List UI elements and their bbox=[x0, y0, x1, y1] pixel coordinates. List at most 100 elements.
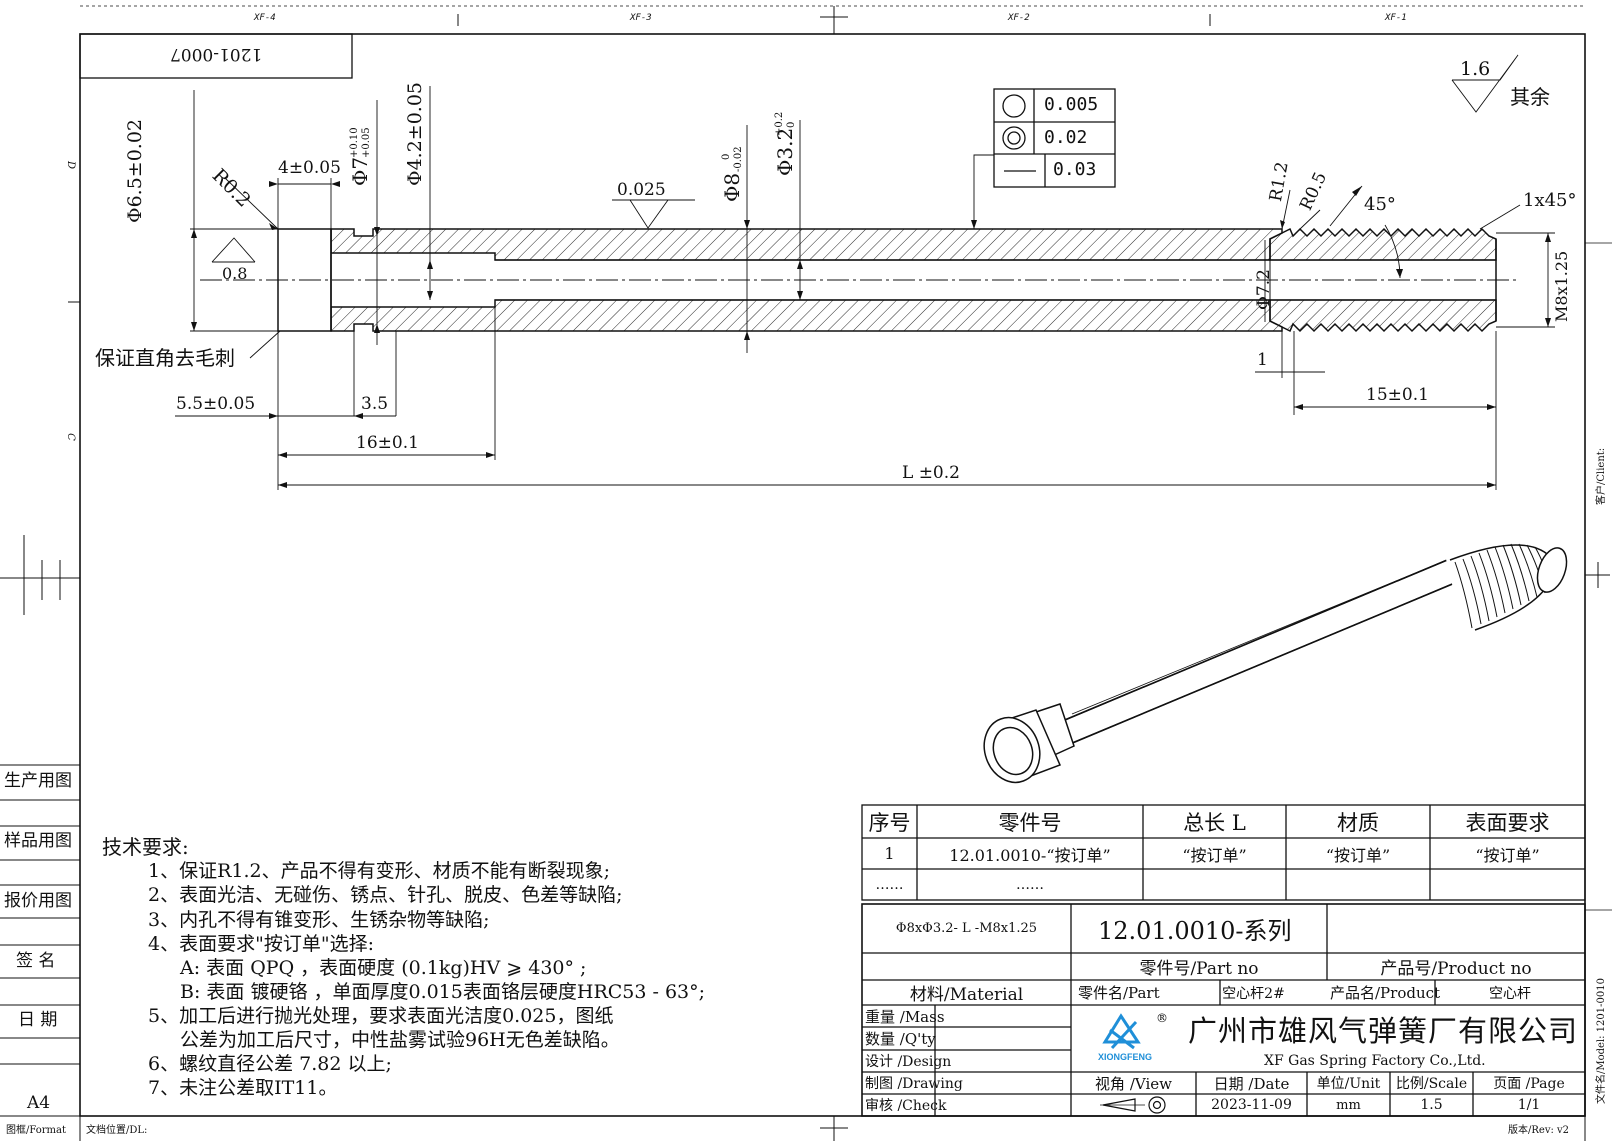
tech-line: 3、内孔不得有锥变形、生锈杂物等缺陷; bbox=[148, 909, 490, 931]
bom-header: 材质 bbox=[1337, 810, 1379, 835]
spec-text: Φ8xΦ3.2- L -M8x1.25 bbox=[895, 921, 1038, 936]
dim-d7-tol-up: +0.10 bbox=[349, 127, 360, 158]
view-label: 视角 /View bbox=[1095, 1074, 1172, 1093]
dim-angle45: 45° bbox=[1364, 194, 1396, 215]
rod-3d-view bbox=[983, 543, 1568, 784]
row-marker: C bbox=[64, 433, 76, 441]
zone-label: XF-2 bbox=[1008, 13, 1030, 23]
dim-d7-tol-lo: +0.05 bbox=[361, 127, 372, 158]
company-logo-icon bbox=[1102, 1013, 1141, 1050]
bom-cell: 1 bbox=[884, 844, 895, 863]
part-no-label: 零件号/Part no bbox=[1139, 959, 1259, 979]
projection-icon bbox=[1100, 1096, 1166, 1114]
part-name-value: 空心杆2# bbox=[1222, 985, 1285, 1002]
tech-line: B: 表面 镀硬铬 ，单面厚度0.015表面铬层硬度HRC53 - 63°; bbox=[180, 981, 706, 1003]
roughness-0025: 0.025 bbox=[617, 180, 666, 200]
product-name-value: 空心杆 bbox=[1489, 985, 1531, 1002]
dim-chamfer: 1x45° bbox=[1523, 190, 1577, 211]
stamp-sign: 签 名 bbox=[16, 951, 56, 971]
part-name-label: 零件名/Part bbox=[1078, 984, 1160, 1002]
tol-concentricity-value: 0.02 bbox=[1044, 127, 1088, 148]
format-size: A4 bbox=[27, 1093, 51, 1113]
tech-title: 技术要求: bbox=[102, 835, 189, 859]
tech-line: 公差为加工后尺寸，中性盐雾试验96H无色差缺陷。 bbox=[180, 1029, 620, 1051]
unit-label: 单位/Unit bbox=[1316, 1076, 1381, 1092]
tech-line: 5、加工后进行抛光处理，要求表面光洁度0.025，图纸 bbox=[148, 1005, 614, 1027]
tech-line: 7、未注公差取IT11。 bbox=[148, 1077, 338, 1099]
dim-len1: 1 bbox=[1257, 350, 1268, 370]
bom-cell: “按订单” bbox=[1182, 845, 1247, 865]
tol-straightness-value: 0.03 bbox=[1053, 159, 1097, 180]
right-model-label: 文件名/Model: 1201-0010 bbox=[1596, 978, 1607, 1104]
company-name-cn: 广州市雄风气弹簧厂有限公司 bbox=[1188, 1014, 1579, 1048]
tech-line: 6、螺纹直径公差 7.82 以上; bbox=[148, 1053, 392, 1075]
stamp-production: 生产用图 bbox=[4, 771, 72, 791]
material-label: 材料/Material bbox=[909, 985, 1024, 1005]
bottom-format-label: 图框/Format bbox=[6, 1125, 67, 1136]
circularity-icon bbox=[1002, 94, 1026, 118]
unit-value: mm bbox=[1336, 1097, 1361, 1113]
bom-header: 表面要求 bbox=[1465, 810, 1550, 835]
dim-len16: 16±0.1 bbox=[356, 433, 419, 453]
scale-label: 比例/Scale bbox=[1395, 1076, 1468, 1092]
dim-d8-tol-up: 0 bbox=[721, 153, 732, 160]
dim-thread: M8x1.25 bbox=[1552, 250, 1571, 322]
tech-line: 1、保证R1.2、产品不得有变形、材质不能有断裂现象; bbox=[148, 860, 611, 882]
rod-section bbox=[277, 227, 1497, 333]
bom-cell: “按订单” bbox=[1325, 845, 1391, 865]
bom-header: 序号 bbox=[868, 810, 911, 835]
zone-label: XF-1 bbox=[1385, 13, 1407, 23]
page-label: 页面 /Page bbox=[1493, 1076, 1565, 1092]
tech-line: A: 表面 QPQ ，表面硬度 (0.1kg)HV ⩾ 430° ; bbox=[180, 957, 587, 979]
stamp-date: 日 期 bbox=[18, 1010, 58, 1030]
drawing-label: 制图 /Drawing bbox=[865, 1076, 963, 1092]
bom-cell: …… bbox=[875, 876, 904, 893]
tol-circularity-value: 0.005 bbox=[1044, 94, 1099, 115]
dim-lenL: L ±0.2 bbox=[902, 463, 960, 483]
dim-d32-tol-lo: 0 bbox=[786, 121, 797, 128]
company-name-en: XF Gas Spring Factory Co.,Ltd. bbox=[1264, 1053, 1486, 1069]
stamp-sample: 样品用图 bbox=[4, 831, 72, 851]
bottom-rev: 版本/Rev: v2 bbox=[1508, 1125, 1570, 1136]
dim-d32-tol-up: +0.2 bbox=[774, 111, 785, 136]
dim-len35: 3.5 bbox=[361, 394, 389, 414]
dim-len55: 5.5±0.05 bbox=[176, 394, 256, 414]
roughness-rest-label: 其余 bbox=[1510, 85, 1550, 109]
design-label: 设计 /Design bbox=[865, 1054, 952, 1070]
series-title: 12.01.0010-系列 bbox=[1098, 917, 1292, 945]
logo-registered: ® bbox=[1156, 1011, 1168, 1025]
dim-d65: Φ6.5±0.02 bbox=[124, 118, 146, 223]
product-no-label: 产品号/Product no bbox=[1380, 959, 1532, 979]
dim-d8-tol-lo: -0.02 bbox=[733, 146, 744, 172]
dim-len4: 4±0.05 bbox=[278, 158, 341, 178]
bom-cell: …… bbox=[1016, 876, 1044, 893]
qty-label: 数量 /Q'ty bbox=[865, 1030, 936, 1048]
right-client-label: 客户/Client: bbox=[1596, 447, 1607, 505]
dim-d8: Φ8 bbox=[720, 172, 744, 202]
bottom-doc-location: 文档位置/DL: bbox=[86, 1125, 148, 1136]
roughness-value: 1.6 bbox=[1460, 58, 1491, 80]
dim-d72: Φ7.2 bbox=[1254, 269, 1274, 310]
scale-value: 1.5 bbox=[1420, 1097, 1443, 1113]
row-marker: D bbox=[65, 160, 77, 170]
product-name-label: 产品名/Product bbox=[1330, 984, 1441, 1002]
stamp-quote: 报价用图 bbox=[4, 891, 72, 911]
deburr-note: 保证直角去毛刺 bbox=[95, 346, 235, 370]
bom-cell: “按订单” bbox=[1475, 845, 1540, 865]
drawing-number-mirrored: 1201-0007 bbox=[170, 44, 263, 64]
dim-d7: Φ7 bbox=[348, 156, 372, 186]
zone-label: XF-4 bbox=[254, 13, 276, 23]
logo-text: XIONGFENG bbox=[1098, 1052, 1153, 1062]
date-label: 日期 /Date bbox=[1213, 1074, 1290, 1093]
roughness-08: 0.8 bbox=[222, 264, 248, 283]
zone-label: XF-3 bbox=[630, 13, 652, 23]
date-value: 2023-11-09 bbox=[1211, 1097, 1292, 1113]
mass-label: 重量 /Mass bbox=[865, 1007, 945, 1026]
page-value: 1/1 bbox=[1517, 1097, 1541, 1113]
check-label: 审核 /Check bbox=[865, 1098, 947, 1114]
bom-header: 总长 L bbox=[1183, 810, 1246, 835]
dim-len15: 15±0.1 bbox=[1366, 385, 1429, 405]
bom-cell: 12.01.0010-“按订单” bbox=[949, 845, 1111, 865]
concentricity-icon bbox=[1002, 126, 1026, 150]
